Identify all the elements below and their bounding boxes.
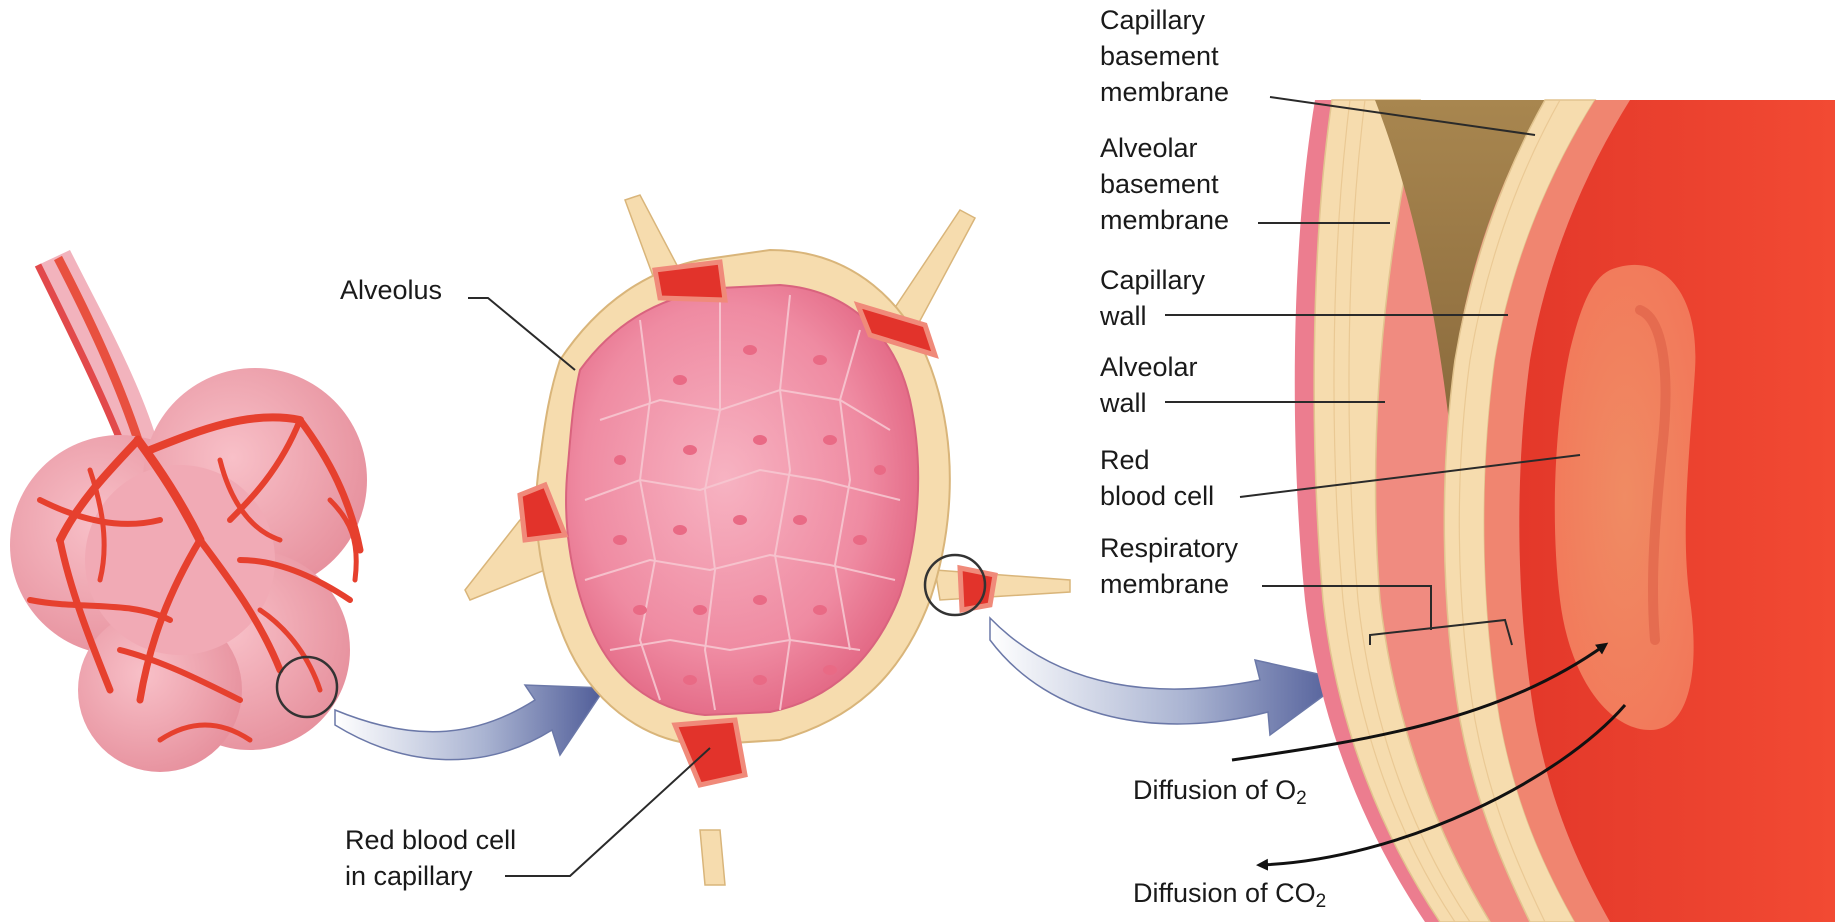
label-red-blood-cell-in-capillary: Red blood cell in capillary bbox=[345, 822, 516, 894]
leader-alveolus bbox=[468, 298, 575, 370]
label-respiratory-membrane: Respiratory membrane bbox=[1100, 530, 1238, 602]
label-diffusion-co2: Diffusion of CO2 bbox=[1133, 875, 1326, 920]
label-alveolar-wall: Alveolar wall bbox=[1100, 349, 1198, 421]
label-alveolar-basement-membrane: Alveolar basement membrane bbox=[1100, 130, 1229, 238]
red-blood-cell bbox=[1555, 265, 1696, 730]
label-red-blood-cell: Red blood cell bbox=[1100, 442, 1214, 514]
zoom-arrow-2 bbox=[990, 618, 1345, 735]
label-alveolus: Alveolus bbox=[340, 272, 442, 308]
label-diffusion-o2: Diffusion of O2 bbox=[1133, 772, 1307, 817]
zoom-arrow-1 bbox=[335, 685, 605, 760]
leader-red-blood-cell-in-capillary bbox=[505, 748, 710, 876]
label-capillary-wall: Capillary wall bbox=[1100, 262, 1205, 334]
alveolar-sac-illustration bbox=[10, 250, 367, 772]
label-capillary-basement-membrane: Capillary basement membrane bbox=[1100, 2, 1229, 110]
alveolus-illustration bbox=[465, 195, 1070, 885]
